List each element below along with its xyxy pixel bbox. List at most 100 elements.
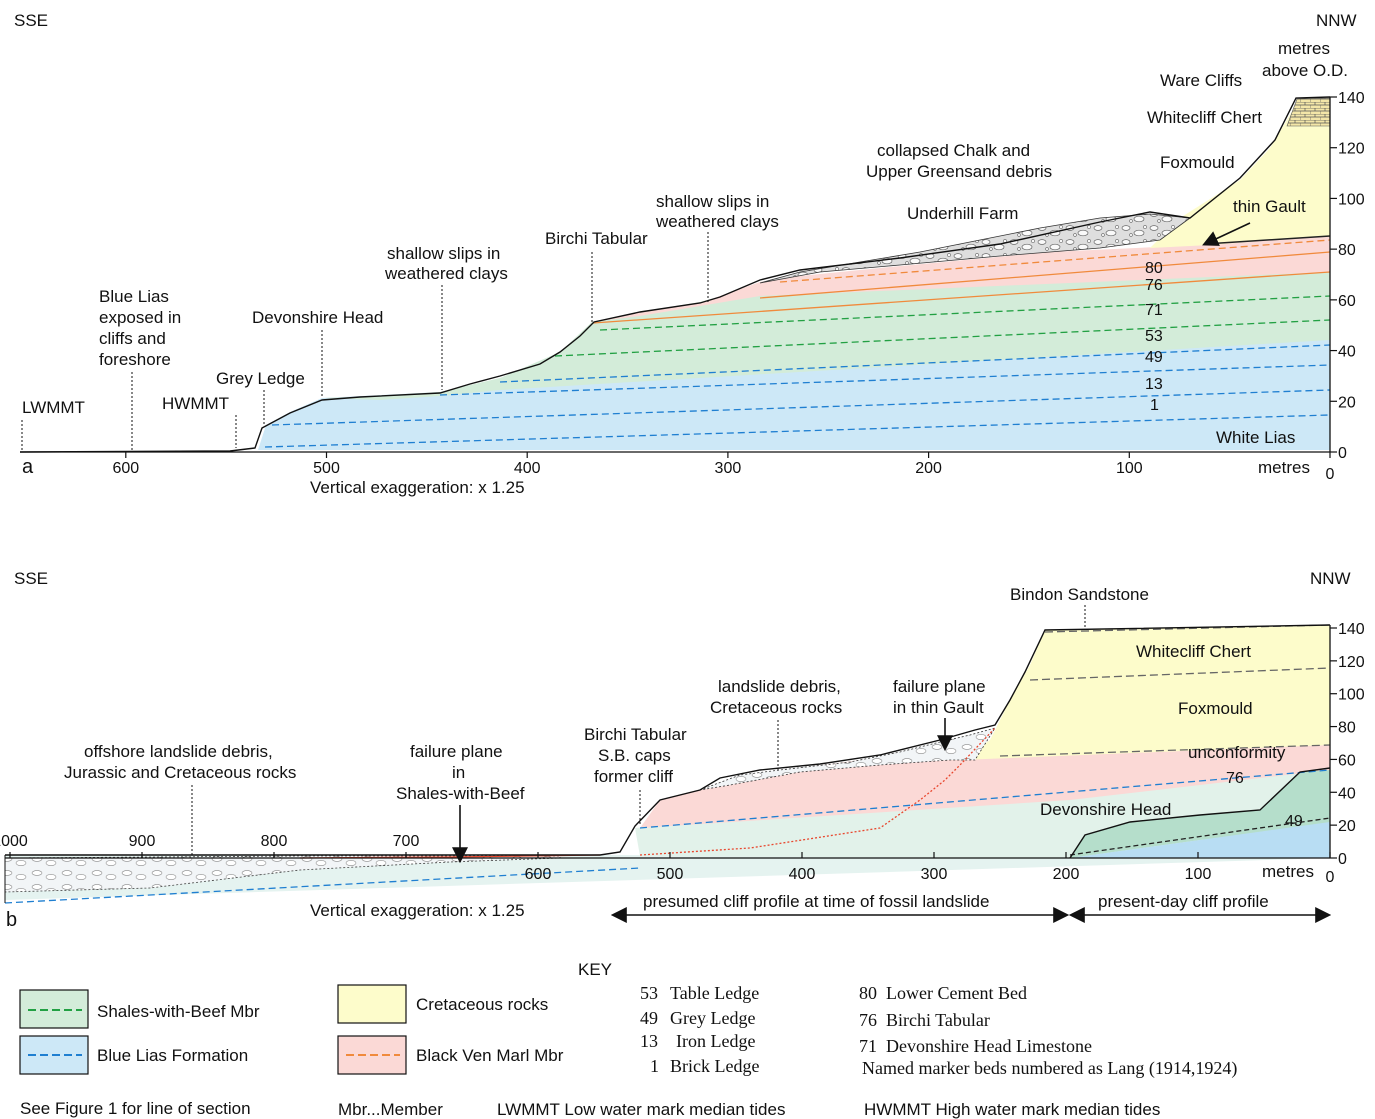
key-title: KEY bbox=[578, 960, 612, 979]
birchi-label-a: Birchi Tabular bbox=[545, 229, 648, 248]
present-blue-b bbox=[1070, 822, 1330, 858]
y-tick-label-a: 100 bbox=[1338, 191, 1365, 208]
y-tick-label-b: 120 bbox=[1338, 654, 1365, 671]
panel-a-letter: a bbox=[22, 456, 34, 478]
key-bed-76-name: Birchi Tabular bbox=[886, 1010, 990, 1030]
nnw-label-a: NNW bbox=[1316, 11, 1357, 30]
devonshire-head-label-b: Devonshire Head bbox=[1040, 800, 1171, 819]
x-tick-label-a: 400 bbox=[514, 460, 541, 477]
y-tick-label-a: 140 bbox=[1338, 90, 1365, 107]
landslide-label-1: landslide debris, bbox=[718, 677, 841, 696]
x-tick-label-a: 600 bbox=[112, 460, 139, 477]
blue-lias-label-3: cliffs and bbox=[99, 329, 166, 348]
key-named-note: Named marker beds numbered as Lang (1914… bbox=[862, 1058, 1237, 1079]
key-blue-lias-label: Blue Lias Formation bbox=[97, 1046, 248, 1065]
footer-lwmmt: LWMMT Low water mark median tides bbox=[497, 1100, 785, 1119]
key-bed-1-name: Brick Ledge bbox=[670, 1056, 759, 1076]
bed-1: 1 bbox=[1150, 397, 1159, 414]
foxmould-label-b: Foxmould bbox=[1178, 699, 1253, 718]
present-label: present-day cliff profile bbox=[1098, 892, 1269, 911]
collapsed-label-2: Upper Greensand debris bbox=[866, 162, 1052, 181]
slips2-label-1: shallow slips in bbox=[656, 192, 769, 211]
y-tick-label-b: 40 bbox=[1338, 785, 1356, 802]
x-tick-label-a: 0 bbox=[1326, 466, 1335, 483]
axis-ticks: 6005004003002001000140120100806040200100… bbox=[0, 90, 1365, 886]
x-unit-a: metres bbox=[1258, 458, 1310, 477]
thin-gault-label: thin Gault bbox=[1233, 197, 1306, 216]
birchi-label-b-2: S.B. caps bbox=[598, 746, 671, 765]
key-bed-80-name: Lower Cement Bed bbox=[886, 983, 1027, 1003]
y-tick-label-a: 40 bbox=[1338, 344, 1356, 361]
bindon-label: Bindon Sandstone bbox=[1010, 585, 1149, 604]
key-shales-label: Shales-with-Beef Mbr bbox=[97, 1002, 260, 1021]
x-tick-label-a: 200 bbox=[915, 460, 942, 477]
collapsed-debris bbox=[759, 213, 1192, 284]
key-bed-53-num: 53 bbox=[640, 983, 658, 1003]
collapsed-label-1: collapsed Chalk and bbox=[877, 141, 1030, 160]
panel-b bbox=[4, 624, 1331, 904]
present-cliff-b bbox=[1069, 767, 1331, 859]
failure2-label-2: in thin Gault bbox=[893, 698, 984, 717]
exaggeration-b: Vertical exaggeration: x 1.25 bbox=[310, 901, 525, 920]
slips1-label-2: weathered clays bbox=[384, 264, 508, 283]
x-unit-b: metres bbox=[1262, 862, 1314, 881]
slips2-label-2: weathered clays bbox=[655, 212, 779, 231]
swatch-cretaceous bbox=[337, 984, 407, 1024]
panel-a-labels: SSE NNW metres above O.D. Ware Cliffs Wh… bbox=[14, 11, 1357, 497]
lwmmt-label: LWMMT bbox=[22, 398, 85, 417]
key-bed-53-name: Table Ledge bbox=[670, 983, 759, 1003]
panel-b-letter: b bbox=[6, 909, 17, 931]
bed-49-b: 49 bbox=[1285, 813, 1303, 830]
birchi-label-b-3: former cliff bbox=[594, 767, 673, 786]
x-tick-label-a: 100 bbox=[1116, 460, 1143, 477]
shales-with-beef-layer bbox=[322, 272, 1330, 400]
sse-label-b: SSE bbox=[14, 569, 48, 588]
bed-13: 13 bbox=[1145, 376, 1163, 393]
landslide-label-2: Cretaceous rocks bbox=[710, 698, 842, 717]
blue-lias-label-1: Blue Lias bbox=[99, 287, 169, 306]
key-bed-1-num: 1 bbox=[650, 1056, 659, 1076]
devonshire-head-label-a: Devonshire Head bbox=[252, 308, 383, 327]
ground-profile-a bbox=[19, 96, 1331, 453]
sse-label-a: SSE bbox=[14, 11, 48, 30]
presumed-label: presumed cliff profile at time of fossil… bbox=[643, 892, 989, 911]
y-tick-label-b: 60 bbox=[1338, 752, 1356, 769]
failure1-label-1: failure plane bbox=[410, 742, 503, 761]
black-ven-marl-layer bbox=[592, 236, 1330, 322]
offshore-label-1: offshore landslide debris, bbox=[84, 742, 273, 761]
present-shales-b bbox=[1070, 770, 1330, 858]
x-tick-label-b: 500 bbox=[657, 866, 684, 883]
footer-mbr: Mbr...Member bbox=[338, 1100, 443, 1119]
bed-80: 80 bbox=[1145, 260, 1163, 277]
y-tick-label-a: 60 bbox=[1338, 293, 1356, 310]
foxmould-label: Foxmould bbox=[1160, 153, 1235, 172]
x-tick-label-a: 500 bbox=[313, 460, 340, 477]
x-tick-label-b: 0 bbox=[1326, 869, 1335, 886]
x-tick-label-b: 600 bbox=[525, 866, 552, 883]
blue-lias-label-2: exposed in bbox=[99, 308, 181, 327]
offshore-label-2: Jurassic and Cretaceous rocks bbox=[64, 763, 296, 782]
y-tick-label-b: 20 bbox=[1338, 818, 1356, 835]
y-tick-label-b: 0 bbox=[1338, 851, 1347, 868]
whitecliff-chert-label: Whitecliff Chert bbox=[1147, 108, 1262, 127]
bed-76: 76 bbox=[1145, 277, 1163, 294]
x-tick-label-b: 700 bbox=[393, 833, 420, 850]
bed-lines-a bbox=[264, 239, 1331, 448]
key-cretaceous-label: Cretaceous rocks bbox=[416, 995, 548, 1014]
y-tick-label-b: 100 bbox=[1338, 687, 1365, 704]
cretaceous-layer bbox=[1150, 98, 1330, 248]
blue-lias-label-4: foreshore bbox=[99, 350, 171, 369]
cretaceous-layer-b bbox=[960, 625, 1330, 760]
x-tick-label-b: 400 bbox=[789, 866, 816, 883]
y-tick-label-b: 80 bbox=[1338, 720, 1356, 737]
bed-76-b: 76 bbox=[1226, 770, 1244, 787]
hwmmt-label: HWMMT bbox=[162, 394, 229, 413]
y-tick-label-a: 80 bbox=[1338, 242, 1356, 259]
landslide-debris-b bbox=[699, 727, 996, 791]
x-tick-label-b: 200 bbox=[1053, 866, 1080, 883]
grey-ledge-label: Grey Ledge bbox=[216, 369, 305, 388]
bed-71: 71 bbox=[1145, 302, 1163, 319]
key-bed-71-num: 71 bbox=[859, 1036, 877, 1056]
failure1-label-2: in bbox=[452, 763, 465, 782]
key-bed-13-num: 13 bbox=[640, 1031, 658, 1051]
